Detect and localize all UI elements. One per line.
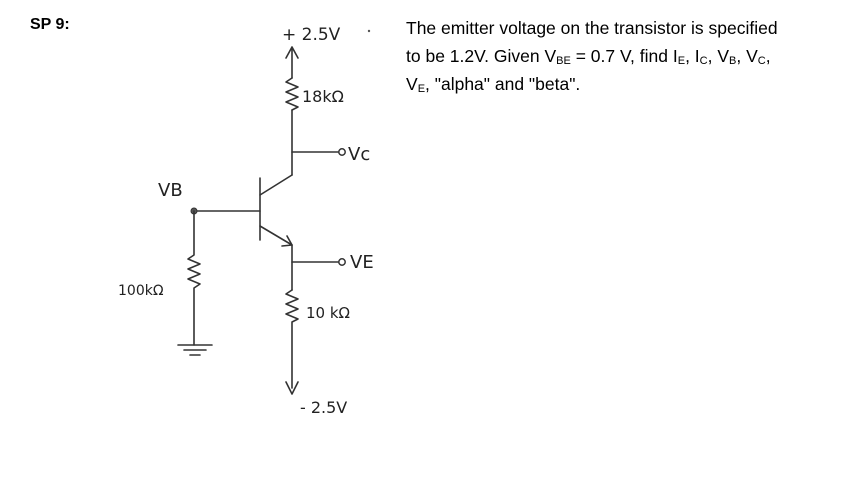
supply-negative-label: - 2.5V [300,398,347,417]
base-resistor [187,210,201,346]
ve-label: VE [350,252,374,273]
supply-positive-label: + 2.5V [282,25,341,45]
vb-label: VB [158,180,183,201]
vc-terminal [338,148,346,156]
problem-line-1: The emitter voltage on the transistor is… [406,18,778,38]
emitter-arrow-icon [281,235,293,247]
transistor-collector-lead [259,174,293,196]
base-resistor-label: 100kΩ [118,283,164,299]
problem-statement: The emitter voltage on the transistor is… [406,18,778,95]
problem-label: SP 9: [30,16,70,33]
ve-terminal [338,258,346,266]
supply-dot [367,29,371,33]
collector-resistor [285,77,299,111]
supply-arrow-up [285,46,299,79]
vc-label: Vc [348,144,370,165]
supply-arrow-down [285,381,299,395]
emitter-resistor [285,289,299,389]
ground-icon [177,344,213,356]
transistor-emitter-lead [259,225,293,246]
collector-resistor-label: 18kΩ [302,87,344,106]
emitter-resistor-label: 10 kΩ [306,304,350,322]
